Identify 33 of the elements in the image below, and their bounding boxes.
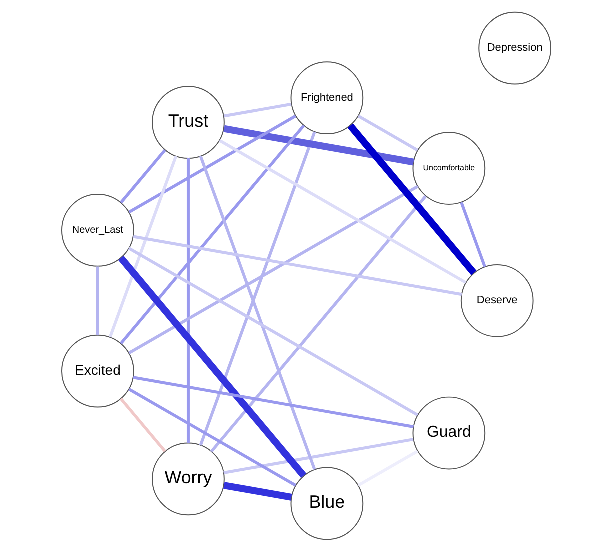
connector xyxy=(120,149,166,204)
node-circle: Worry xyxy=(152,442,225,516)
connector xyxy=(128,247,419,416)
node-circle: Trust xyxy=(152,86,225,159)
node-circle: Excited xyxy=(62,334,134,408)
connector xyxy=(358,450,419,487)
connector xyxy=(224,125,414,166)
connector xyxy=(358,114,419,152)
connector xyxy=(348,124,477,276)
connector xyxy=(224,482,292,501)
connector xyxy=(120,124,306,344)
connector xyxy=(128,388,297,487)
connector xyxy=(210,196,427,453)
node-circle: Frightened xyxy=(290,62,364,135)
node-circle: Deserve xyxy=(460,264,534,338)
node-circle: Never_Last xyxy=(62,194,134,267)
connector xyxy=(219,139,467,284)
connector xyxy=(128,185,419,355)
connector xyxy=(224,102,292,118)
node-circle: Uncomfortable xyxy=(412,132,486,205)
connector xyxy=(133,376,414,428)
connector xyxy=(460,202,486,268)
connector xyxy=(133,235,462,296)
node-circle: Depression xyxy=(478,12,552,85)
connector xyxy=(108,156,178,338)
connector xyxy=(96,266,100,336)
node-circle: Guard xyxy=(412,396,486,470)
connector xyxy=(120,398,166,452)
connector xyxy=(118,256,307,478)
connector xyxy=(128,114,297,214)
connector xyxy=(224,438,414,474)
connector xyxy=(186,158,190,444)
node-circle: Blue xyxy=(290,467,364,540)
